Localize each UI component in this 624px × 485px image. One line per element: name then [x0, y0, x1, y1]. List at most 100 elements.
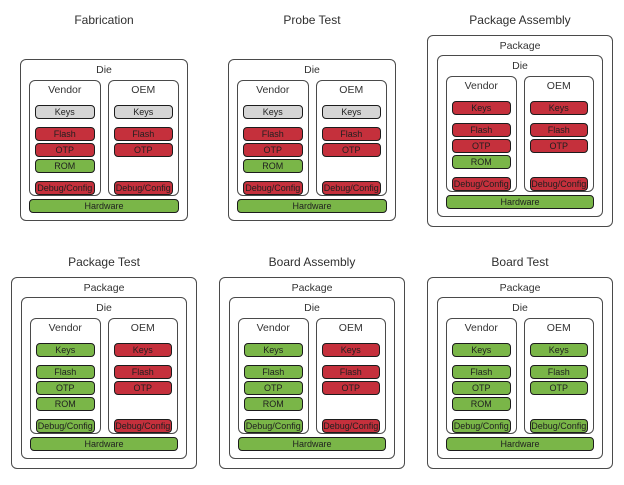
block-otp: OTP — [529, 381, 588, 395]
block-keys: Keys — [36, 343, 95, 357]
package-label: Package — [499, 40, 541, 52]
die-label: Die — [96, 64, 112, 76]
block-flash: Flash — [321, 365, 380, 379]
lifecycle-stage-panel-fabrication: Fabrication Package Die Vendor KeysFlash… — [0, 0, 208, 242]
block-rom: ROM — [452, 397, 511, 411]
block-otp: OTP — [35, 143, 95, 157]
block-debug-config: Debug/Config — [244, 419, 303, 433]
die-label: Die — [512, 302, 528, 314]
block-otp: OTP — [452, 139, 511, 153]
vendor-label: Vendor — [48, 84, 82, 96]
block-rom: ROM — [36, 397, 95, 411]
block-flash: Flash — [452, 365, 511, 379]
block-otp: OTP — [113, 381, 172, 395]
stage-title: Package Test — [68, 255, 140, 269]
package-box: Package Die Vendor KeysFlashOTPROMDebug/… — [0, 28, 208, 222]
die-label: Die — [304, 302, 320, 314]
block-flash: Flash — [113, 365, 172, 379]
block-otp: OTP — [321, 381, 380, 395]
die-label: Die — [96, 302, 112, 314]
block-keys: Keys — [529, 101, 588, 115]
block-otp: OTP — [529, 139, 588, 153]
block-otp: OTP — [321, 143, 381, 157]
block-keys: Keys — [452, 343, 511, 357]
block-otp: OTP — [36, 381, 95, 395]
block-debug-config: Debug/Config — [113, 181, 173, 195]
block-debug-config: Debug/Config — [35, 181, 95, 195]
oem-label: OEM — [131, 84, 156, 96]
die-label: Die — [512, 60, 528, 72]
block-keys: Keys — [243, 105, 303, 119]
block-flash: Flash — [243, 127, 303, 141]
block-keys: Keys — [321, 343, 380, 357]
block-keys: Keys — [35, 105, 95, 119]
hardware-bar: Hardware — [30, 437, 178, 451]
block-flash: Flash — [452, 123, 511, 137]
stage-title: Board Test — [491, 255, 549, 269]
block-keys: Keys — [452, 101, 511, 115]
block-flash: Flash — [35, 127, 95, 141]
block-flash: Flash — [529, 365, 588, 379]
vendor-label: Vendor — [464, 322, 498, 334]
package-label: Package — [291, 282, 333, 294]
block-flash: Flash — [244, 365, 303, 379]
block-debug-config: Debug/Config — [529, 419, 588, 433]
vendor-label: Vendor — [464, 80, 498, 92]
block-debug-config: Debug/Config — [452, 177, 511, 191]
block-otp: OTP — [113, 143, 173, 157]
block-debug-config: Debug/Config — [113, 419, 172, 433]
lifecycle-stage-panel-probe-test: Probe Test Package Die Vendor KeysFlashO… — [208, 0, 416, 242]
hardware-bar: Hardware — [238, 437, 386, 451]
block-otp: OTP — [243, 143, 303, 157]
block-flash: Flash — [321, 127, 381, 141]
block-rom: ROM — [243, 159, 303, 173]
oem-label: OEM — [546, 80, 571, 92]
hardware-bar: Hardware — [29, 199, 179, 213]
oem-label: OEM — [338, 322, 363, 334]
block-debug-config: Debug/Config — [452, 419, 511, 433]
block-keys: Keys — [529, 343, 588, 357]
oem-label: OEM — [339, 84, 364, 96]
block-rom: ROM — [452, 155, 511, 169]
hardware-bar: Hardware — [446, 195, 594, 209]
vendor-label: Vendor — [48, 322, 82, 334]
hardware-bar: Hardware — [237, 199, 387, 213]
stage-title: Board Assembly — [268, 255, 356, 269]
block-otp: OTP — [452, 381, 511, 395]
die-label: Die — [304, 64, 320, 76]
block-otp: OTP — [244, 381, 303, 395]
oem-label: OEM — [546, 322, 571, 334]
oem-label: OEM — [130, 322, 155, 334]
block-debug-config: Debug/Config — [243, 181, 303, 195]
